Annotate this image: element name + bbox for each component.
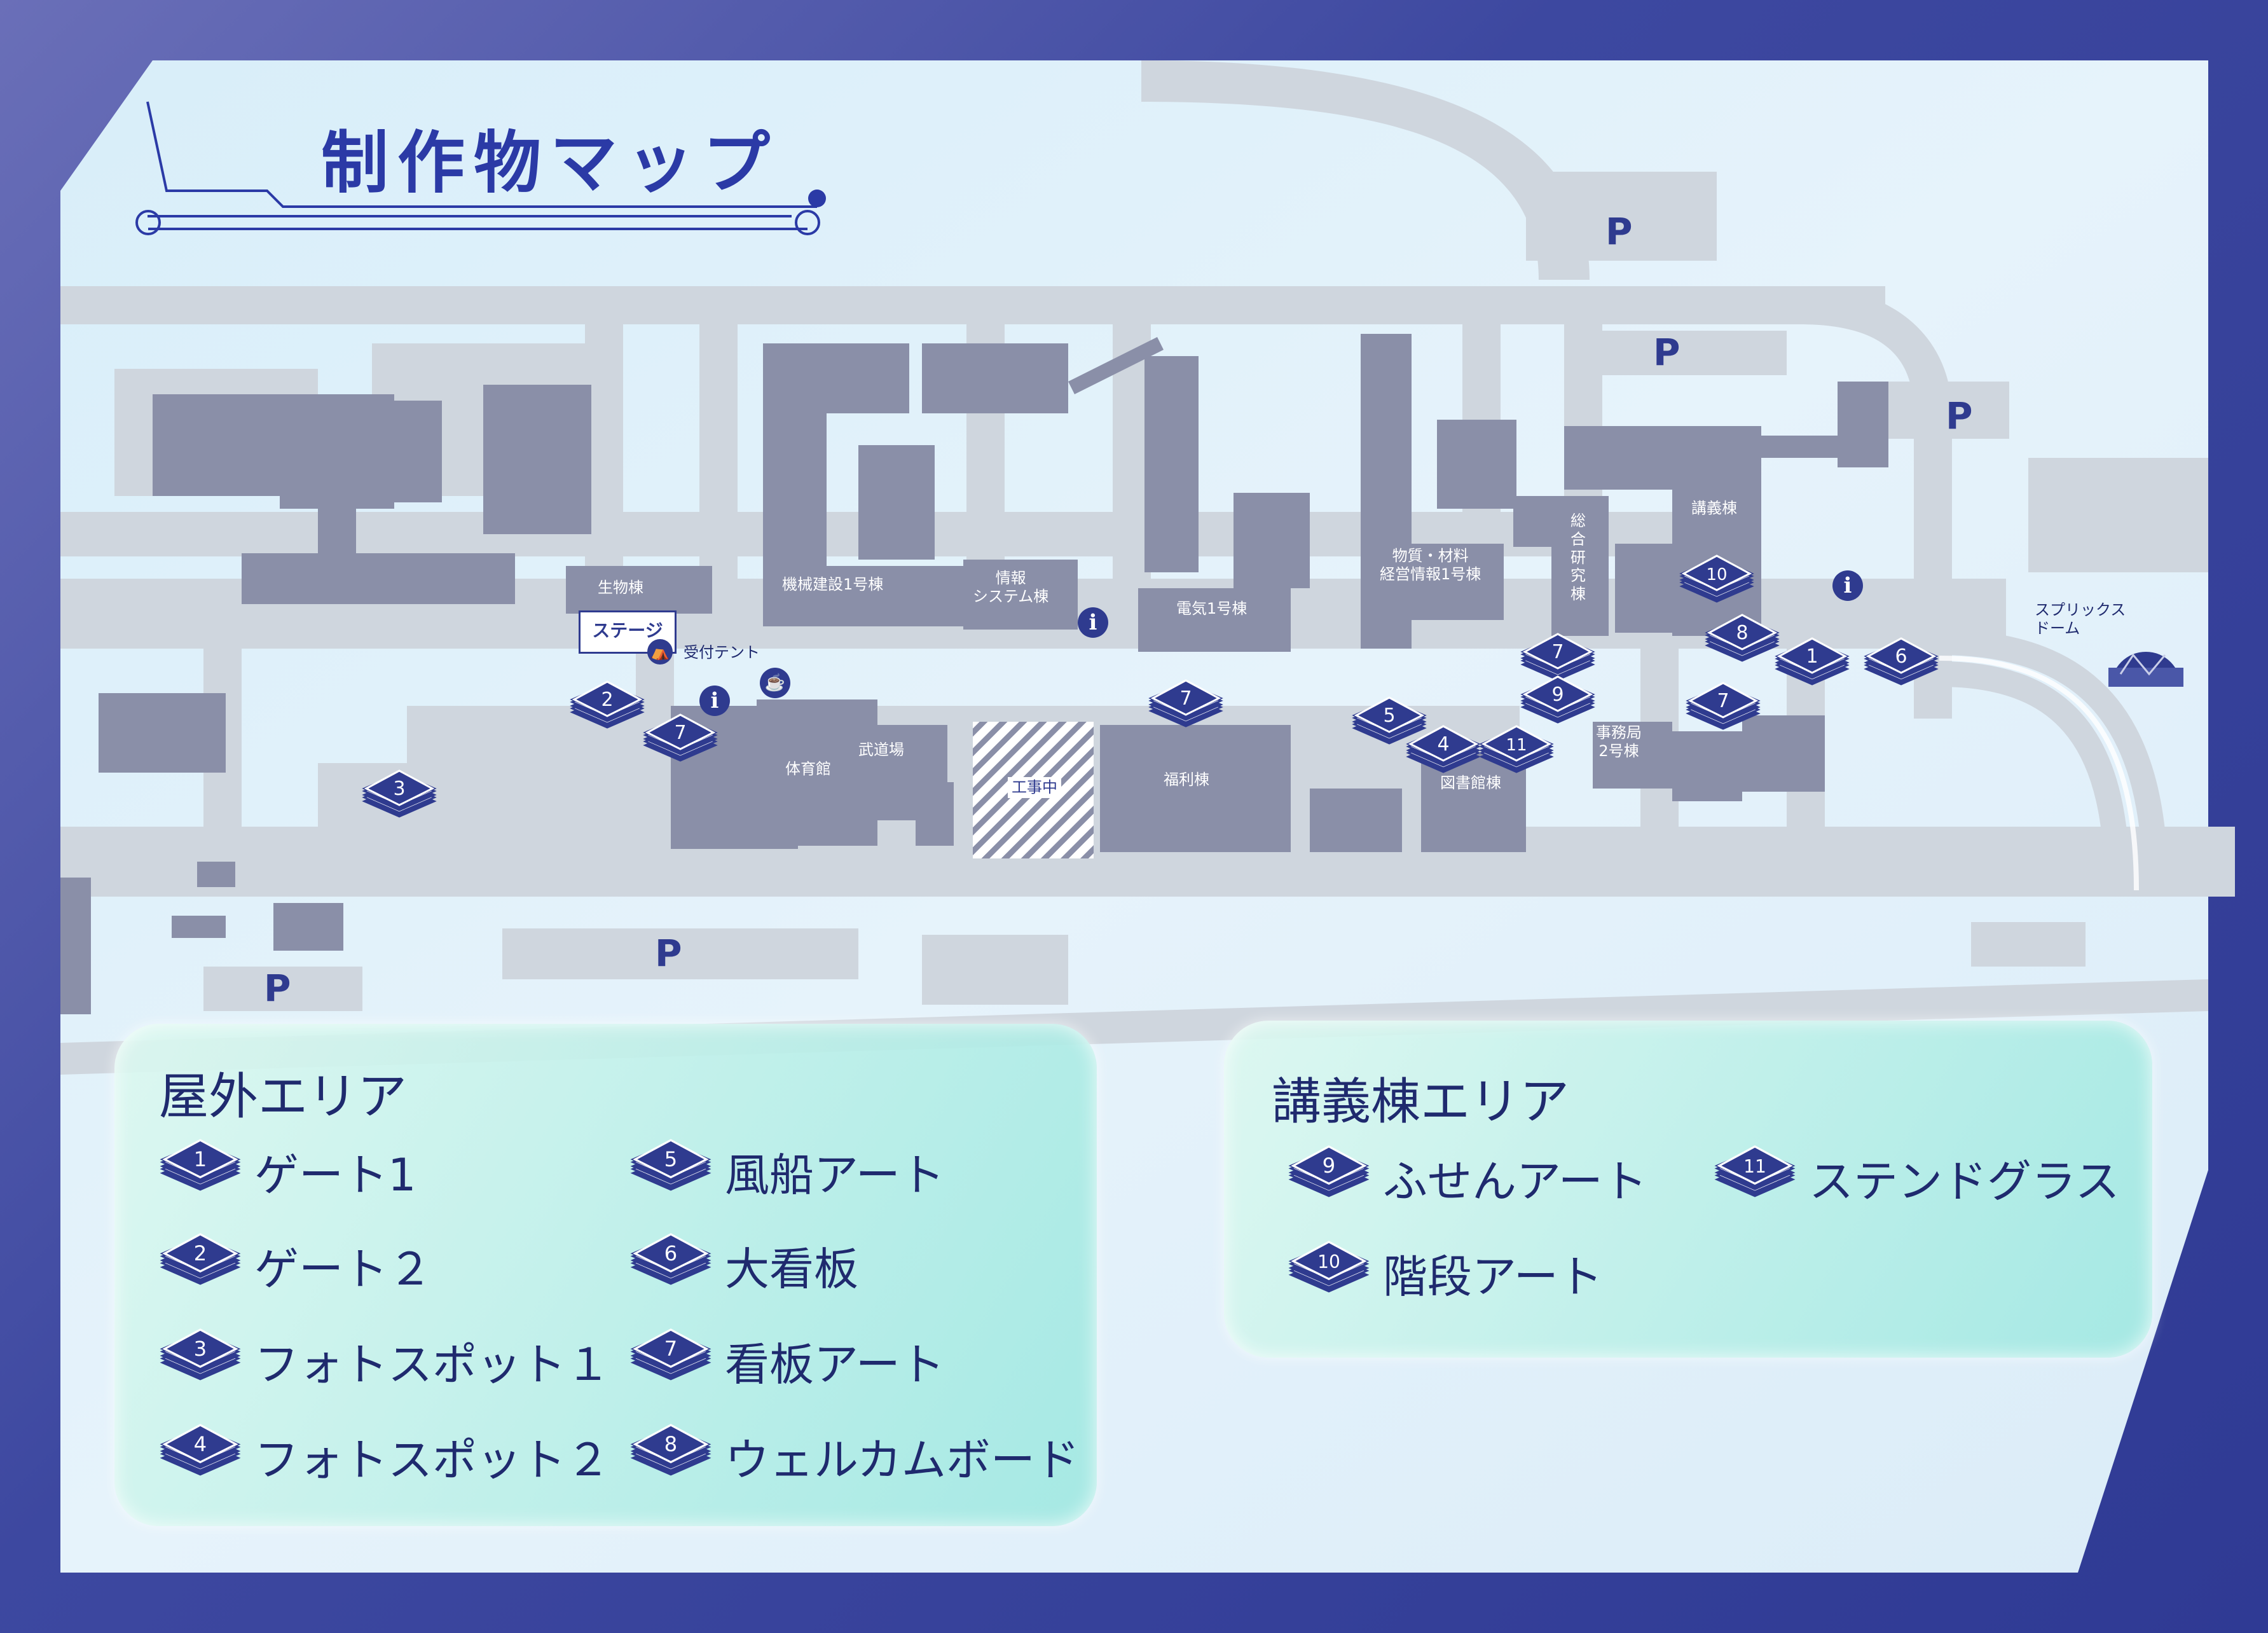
dome-icon	[2108, 652, 2183, 687]
svg-text:7: 7	[664, 1337, 678, 1361]
info-icon[interactable]: i	[699, 686, 730, 716]
legend-lecture-panel: 講義棟エリア 9 ふせんアート 10 階段アート 11 ステンドグラス	[1224, 1021, 2152, 1358]
page-title: 制作物マップ	[321, 124, 779, 202]
svg-text:4: 4	[1437, 733, 1449, 755]
legend-pin-icon: 7	[630, 1328, 711, 1381]
legend-pin-icon: 3	[160, 1328, 241, 1381]
svg-text:7: 7	[1179, 687, 1192, 710]
svg-text:3: 3	[194, 1337, 207, 1361]
legend-label: ゲート２	[254, 1243, 432, 1295]
svg-text:1: 1	[1806, 645, 1818, 668]
svg-text:3: 3	[393, 778, 405, 800]
info-icon[interactable]: i	[1832, 570, 1863, 601]
svg-text:9: 9	[1551, 684, 1564, 706]
legend-item-1[interactable]: 1 ゲート1	[159, 1132, 604, 1202]
map-pin-9[interactable]: 9	[1520, 669, 1596, 733]
map-pin-1[interactable]: 1	[1774, 631, 1850, 694]
cafe-icon: ☕	[760, 668, 790, 698]
legend-pin-icon: 6	[630, 1233, 711, 1285]
svg-text:7: 7	[674, 722, 686, 744]
legend-label: ふせんアート	[1383, 1155, 1647, 1208]
svg-text:5: 5	[664, 1147, 678, 1171]
svg-text:1: 1	[194, 1147, 207, 1171]
legend-pin-icon: 9	[1288, 1145, 1370, 1197]
legend-pin-icon: 4	[160, 1424, 241, 1476]
legend-pin-icon: 11	[1714, 1145, 1796, 1197]
map-pin-7[interactable]: 7	[1520, 626, 1596, 690]
legend-item-2[interactable]: 2 ゲート２	[159, 1226, 604, 1296]
svg-text:8: 8	[1736, 622, 1748, 644]
svg-text:7: 7	[1717, 690, 1729, 712]
svg-text:2: 2	[194, 1241, 207, 1265]
parking-icon[interactable]: P	[1946, 394, 1973, 438]
svg-text:5: 5	[1383, 705, 1395, 727]
map-pin-4[interactable]: 4	[1405, 719, 1481, 782]
svg-text:2: 2	[601, 689, 613, 711]
map-pin-10[interactable]: 10	[1679, 548, 1755, 612]
legend-label: フォトスポット１	[254, 1339, 610, 1391]
legend-pin-icon: 1	[160, 1139, 241, 1191]
info-icon[interactable]: i	[1078, 607, 1108, 638]
map-pin-11[interactable]: 11	[1478, 719, 1555, 782]
svg-text:6: 6	[664, 1241, 678, 1265]
legend-label: 大看板	[725, 1243, 858, 1295]
svg-text:9: 9	[1323, 1154, 1336, 1178]
legend-label: ステンドグラス	[1809, 1155, 2120, 1208]
map-pin-7[interactable]: 7	[1148, 673, 1224, 736]
legend-item-10[interactable]: 10 階段アート	[1288, 1234, 1733, 1304]
map-pin-7[interactable]: 7	[1685, 675, 1761, 739]
legend-pin-icon: 10	[1288, 1241, 1370, 1293]
svg-text:6: 6	[1895, 645, 1907, 668]
legend-pin-icon: 8	[630, 1424, 711, 1476]
legend-label: ゲート1	[254, 1149, 416, 1201]
legend-item-11[interactable]: 11 ステンドグラス	[1714, 1138, 2159, 1208]
legend-label: 風船アート	[725, 1149, 945, 1201]
map-pin-7[interactable]: 7	[642, 707, 718, 771]
legend-item-7[interactable]: 7 看板アート	[629, 1321, 1075, 1391]
title-decoration	[135, 101, 820, 235]
svg-text:10: 10	[1317, 1251, 1340, 1272]
parking-icon[interactable]: P	[264, 967, 291, 1010]
svg-text:11: 11	[1506, 736, 1527, 755]
parking-icon[interactable]: P	[1653, 331, 1680, 374]
svg-text:11: 11	[1743, 1156, 1766, 1177]
legend-label: 階段アート	[1383, 1251, 1603, 1303]
svg-text:8: 8	[664, 1432, 678, 1456]
legend-label: 看板アート	[725, 1339, 945, 1391]
map-pin-6[interactable]: 6	[1863, 631, 1939, 694]
legend-item-9[interactable]: 9 ふせんアート	[1288, 1138, 1733, 1208]
legend-outdoor-title: 屋外エリア	[159, 1068, 408, 1126]
legend-outdoor-panel: 屋外エリア 1 ゲート1 2 ゲート２ 3 フォトスポット１ 4 フォトスポット２ 5 風船アート…	[114, 1024, 1097, 1526]
parking-icon[interactable]: P	[655, 932, 682, 975]
legend-item-8[interactable]: 8 ウェルカムボード	[629, 1417, 1080, 1487]
legend-pin-icon: 5	[630, 1139, 711, 1191]
svg-text:7: 7	[1551, 641, 1564, 663]
svg-text:10: 10	[1706, 565, 1727, 584]
tent-icon: ⛺	[647, 639, 673, 665]
parking-icon[interactable]: P	[1605, 210, 1633, 253]
construction-area	[973, 722, 1094, 858]
map-pin-5[interactable]: 5	[1351, 690, 1427, 754]
map-pin-3[interactable]: 3	[361, 763, 437, 827]
map-pin-2[interactable]: 2	[569, 674, 645, 738]
svg-text:4: 4	[194, 1432, 207, 1456]
legend-label: ウェルカムボード	[725, 1434, 1080, 1486]
legend-item-6[interactable]: 6 大看板	[629, 1226, 1075, 1296]
legend-item-3[interactable]: 3 フォトスポット１	[159, 1321, 610, 1391]
legend-lecture-title: 講義棟エリア	[1272, 1073, 1570, 1131]
legend-label: フォトスポット２	[254, 1434, 610, 1486]
legend-item-5[interactable]: 5 風船アート	[629, 1132, 1075, 1202]
legend-pin-icon: 2	[160, 1233, 241, 1285]
map-pin-8[interactable]: 8	[1704, 607, 1780, 671]
legend-item-4[interactable]: 4 フォトスポット２	[159, 1417, 610, 1487]
